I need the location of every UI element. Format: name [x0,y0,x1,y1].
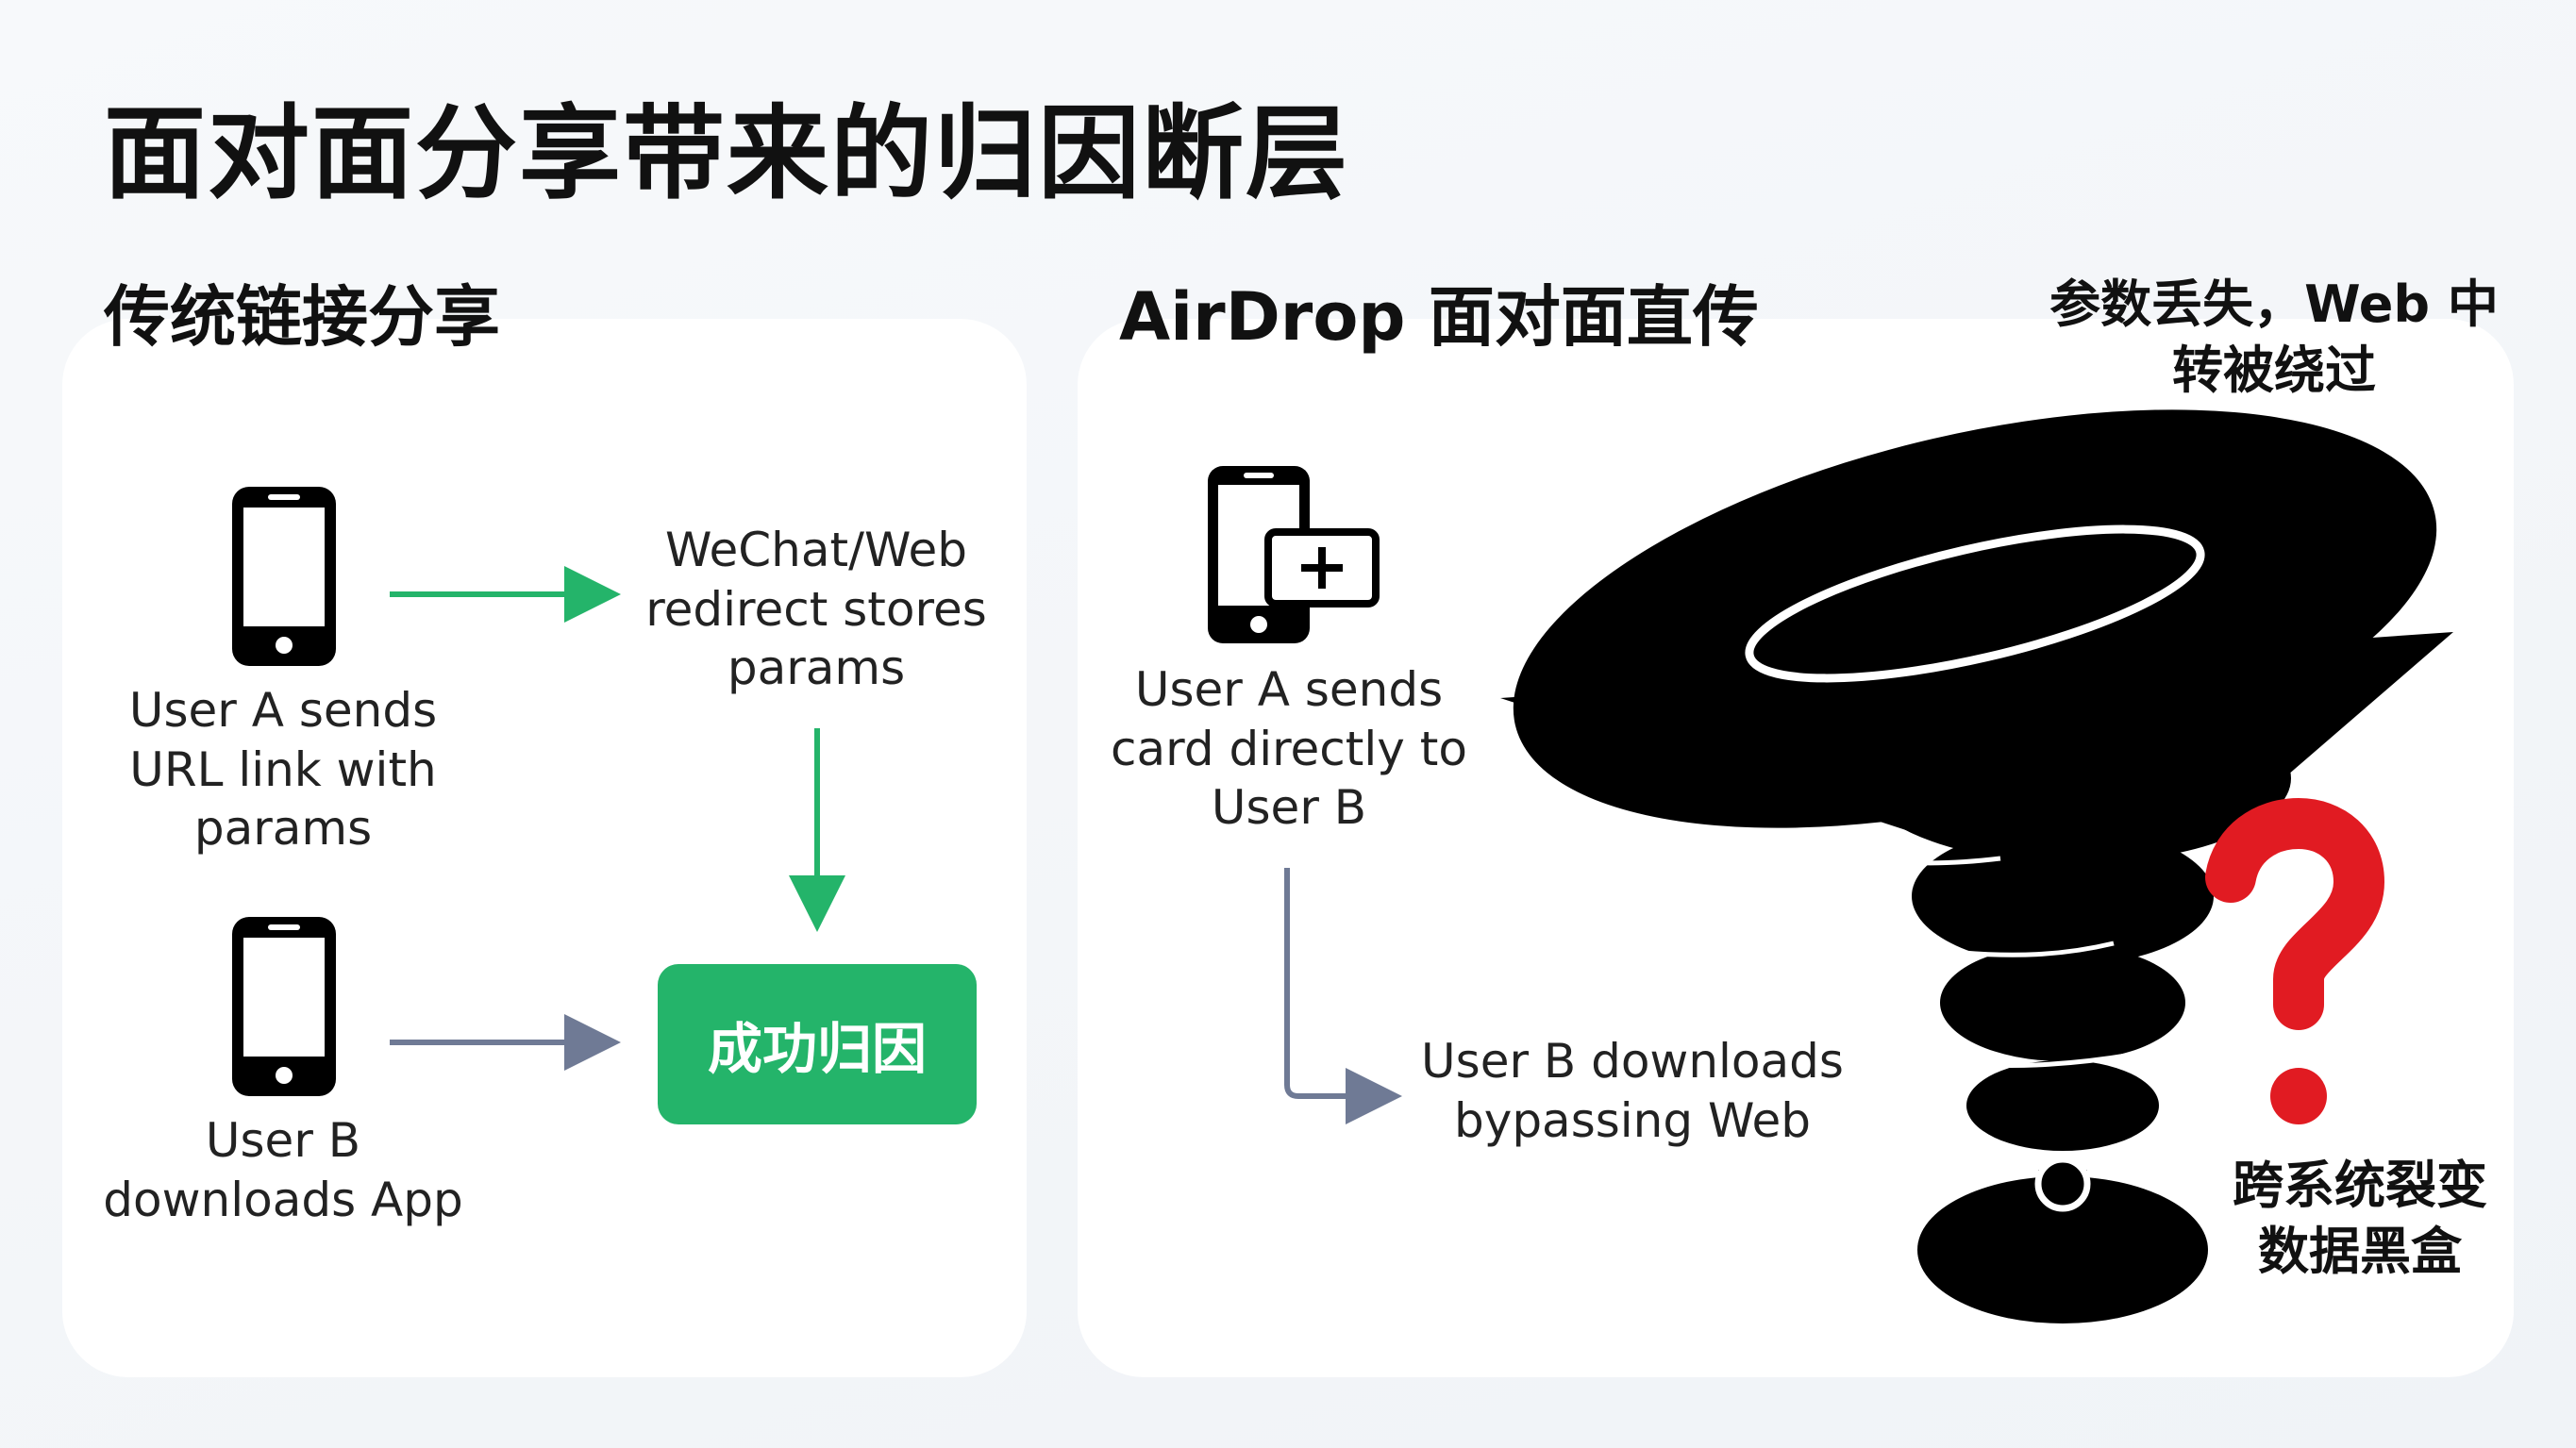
phone-icon [232,487,336,666]
params-lost-callout: 参数丢失，Web 中转被绕过 [2049,275,2499,401]
left-panel-heading: 传统链接分享 [104,278,500,356]
redirect-label: WeChat/Web redirect stores params [645,523,987,695]
left-panel [62,319,1027,1377]
user-b-download-label: User B downloads App [103,1113,463,1227]
user-b-bypass-label: User B downloads bypassing Web [1421,1034,1844,1148]
user-a-card-label: User A sends card directly to User B [1111,662,1467,835]
success-attribution-box: 成功归因 [658,964,977,1124]
data-blackbox-callout: 跨系统裂变数据黑盒 [2233,1156,2487,1282]
tornado-icon [1500,409,2453,1323]
right-panel-heading: AirDrop 面对面直传 [1119,278,1759,356]
page-title: 面对面分享带来的归因断层 [104,95,1350,213]
success-label: 成功归因 [707,1017,927,1081]
arrow-icon [1284,868,1402,1124]
user-a-url-label: User A sends URL link with params [128,683,438,856]
callout-pointer [2097,421,2141,474]
phone-icon [232,917,336,1096]
question-mark-icon [2205,797,2385,1124]
phone-share-icon [1208,466,1380,643]
